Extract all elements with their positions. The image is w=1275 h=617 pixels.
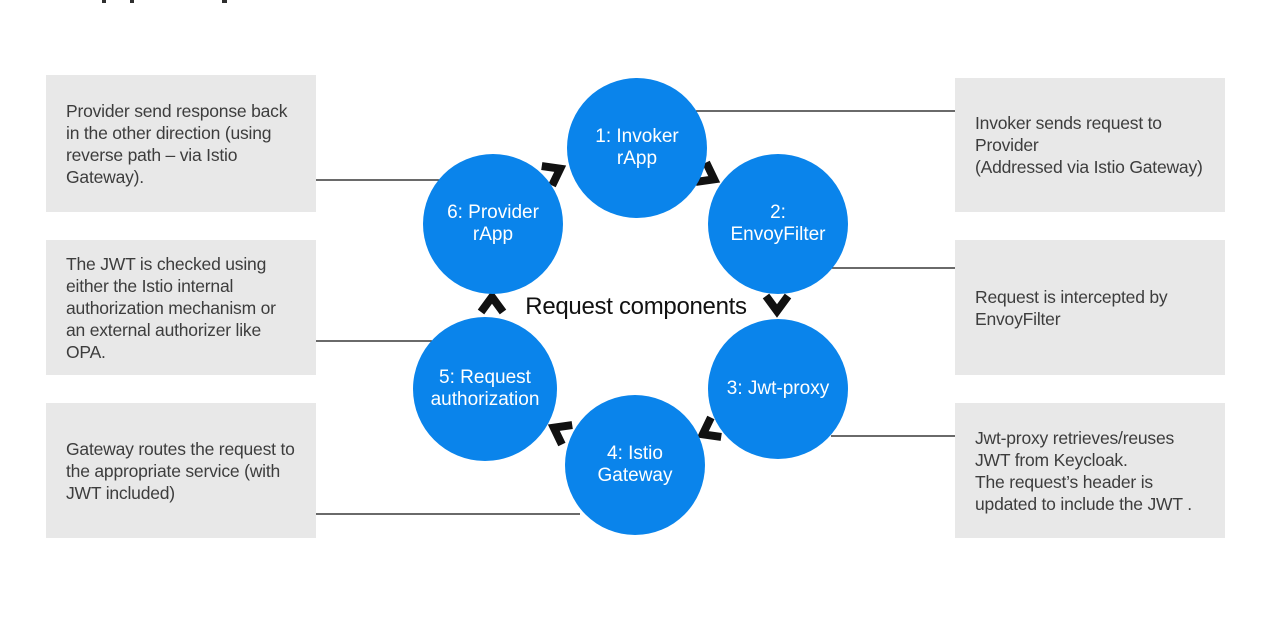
note-jwt-checked: The JWT is checked using either the Isti… bbox=[46, 240, 316, 375]
node-4-istio-gateway: 4: Istio Gateway bbox=[565, 395, 705, 535]
cropped-title-remnant bbox=[102, 0, 106, 3]
note-request-intercepted: Request is intercepted by EnvoyFilter bbox=[955, 240, 1225, 375]
node-1-invoker-rapp: 1: Invoker rApp bbox=[567, 78, 707, 218]
note-jwt-proxy-retrieves: Jwt-proxy retrieves/reuses JWT from Keyc… bbox=[955, 403, 1225, 538]
node-5-request-authorization: 5: Request authorization bbox=[413, 317, 557, 461]
note-gateway-routes: Gateway routes the request to the approp… bbox=[46, 403, 316, 538]
node-3-jwt-proxy: 3: Jwt-proxy bbox=[708, 319, 848, 459]
node-2-envoyfilter: 2: EnvoyFilter bbox=[708, 154, 848, 294]
node-6-provider-rapp: 6: Provider rApp bbox=[423, 154, 563, 294]
cropped-title-remnant bbox=[222, 0, 227, 3]
note-provider-response: Provider send response back in the other… bbox=[46, 75, 316, 212]
diagram-title: Request components bbox=[525, 293, 747, 320]
cropped-title-remnant bbox=[130, 0, 134, 3]
note-invoker-sends: Invoker sends request to Provider (Addre… bbox=[955, 78, 1225, 212]
